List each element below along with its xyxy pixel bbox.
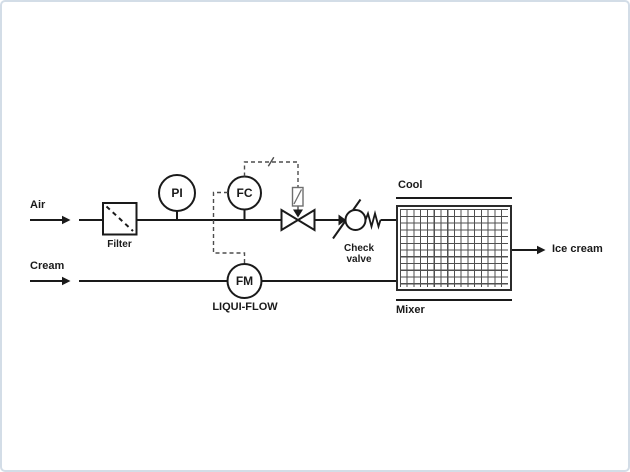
ip-converter-symbol — [291, 186, 304, 207]
liqui-flow-label: LIQUI-FLOW — [212, 301, 278, 313]
signal-slash-mark — [267, 156, 275, 167]
air-inlet-arrow — [30, 215, 71, 225]
check-valve-symbol — [332, 198, 382, 240]
flow-meter-tag: FM — [235, 274, 254, 288]
control-valve-symbol — [280, 208, 316, 232]
pressure-indicator-symbol — [158, 174, 196, 220]
signal-line-fc-to-fm — [212, 191, 246, 263]
ice-cream-outlet-arrow — [512, 245, 546, 255]
mixer-label: Mixer — [396, 304, 425, 316]
check-valve-spring — [364, 210, 382, 230]
pressure-indicator-tag: PI — [171, 186, 183, 200]
cool-label: Cool — [398, 179, 423, 191]
mixer-box — [396, 205, 512, 291]
ice-cream-label: Ice cream — [552, 243, 603, 255]
filter-symbol — [102, 202, 138, 236]
flow-meter-symbol — [226, 263, 263, 299]
flow-controller-tag: FC — [236, 185, 253, 200]
check-valve-label: Check valve — [343, 243, 374, 265]
filter-label: Filter — [107, 239, 132, 250]
cream-inlet-arrow — [30, 276, 71, 286]
air-label: Air — [30, 199, 46, 211]
valve-actuator-arrow — [293, 209, 303, 218]
mixer-grid-mesh — [400, 209, 508, 287]
cream-label: Cream — [30, 260, 65, 272]
